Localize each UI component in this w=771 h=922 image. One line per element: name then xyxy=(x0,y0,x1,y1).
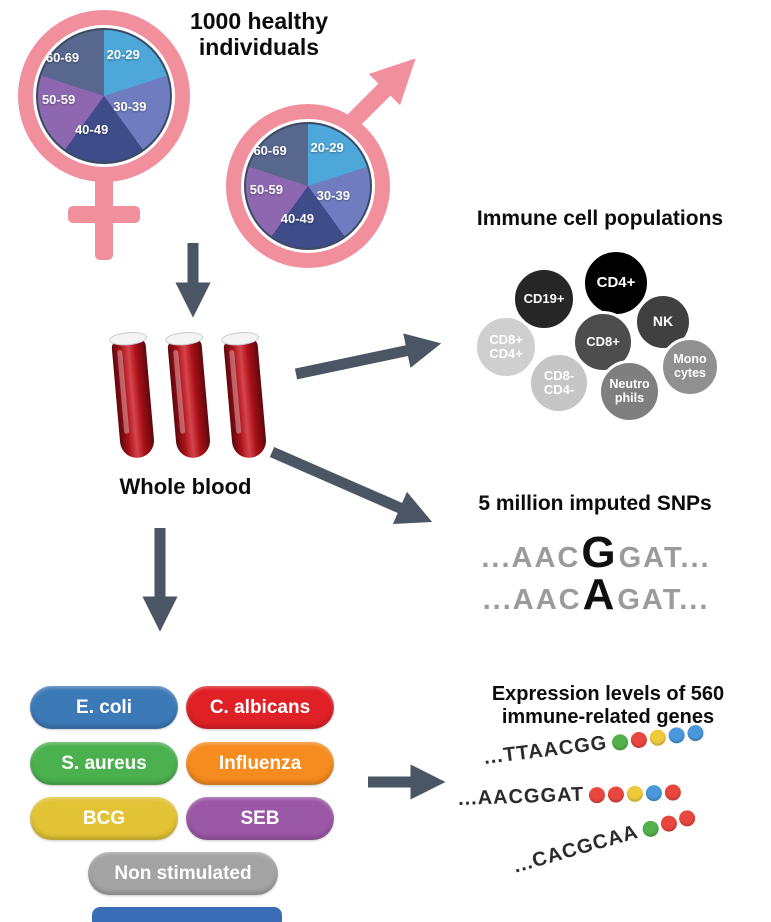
blood-tube-icon xyxy=(108,330,158,460)
female-symbol-icon: 20-29 30-39 40-49 50-59 60-69 xyxy=(16,8,216,263)
snp-prefix: ...AAC xyxy=(481,542,581,574)
condition-label: Non stimulated xyxy=(114,862,252,884)
blood-tube-icon xyxy=(164,330,214,460)
sequence-text: ...AACGGAT xyxy=(457,783,585,810)
tube-blood xyxy=(167,337,212,460)
blood-tube-icon xyxy=(220,330,270,460)
cell-label: CD4+ xyxy=(596,273,636,291)
snp-variant-letter: G xyxy=(581,528,618,577)
immune-populations-title: Immune cell populations xyxy=(476,207,724,230)
whole-blood-label: Whole blood xyxy=(119,474,252,499)
tube-blood xyxy=(223,337,268,460)
snp-sequence-2: ...AAC A GAT... xyxy=(440,570,752,620)
age-label-40-49: 40-49 xyxy=(280,210,314,226)
expression-dots xyxy=(588,783,682,803)
condition-label: S. aureus xyxy=(61,752,147,774)
page-title: 1000 healthy individuals xyxy=(189,8,329,61)
age-label-60-69: 60-69 xyxy=(45,49,80,65)
snp-prefix: ...AAC xyxy=(482,584,582,616)
cell-monocytes: Mono cytes xyxy=(660,337,720,397)
cropped-blue-bar xyxy=(92,907,282,922)
snp-suffix: GAT... xyxy=(618,542,711,574)
expression-title: Expression levels of 560 immune-related … xyxy=(491,683,725,728)
cell-label: CD19+ xyxy=(523,290,565,306)
male-age-pie: 20-29 30-39 40-49 50-59 60-69 xyxy=(244,122,372,250)
tube-blood xyxy=(111,337,156,460)
cell-cd8neg-cd4neg: CD8- CD4- xyxy=(528,352,590,414)
condition-label: Influenza xyxy=(218,752,302,774)
cell-label: CD8- CD4- xyxy=(543,367,575,397)
condition-label: BCG xyxy=(82,807,126,829)
age-label-60-69: 60-69 xyxy=(253,142,287,158)
condition-bcg: BCG xyxy=(30,797,178,840)
cell-label: NK xyxy=(652,313,674,330)
arrow-to-cells xyxy=(294,333,442,380)
age-label-20-29: 20-29 xyxy=(106,47,140,63)
female-age-pie: 20-29 30-39 40-49 50-59 60-69 xyxy=(36,28,172,164)
cell-label: CD8+ CD4+ xyxy=(489,331,523,361)
snps-title: 5 million imputed SNPs xyxy=(478,492,712,515)
condition-ecoli: E. coli xyxy=(30,686,178,729)
age-label-50-59: 50-59 xyxy=(41,92,76,108)
cell-label: Mono cytes xyxy=(673,352,707,380)
blood-tubes xyxy=(108,326,298,471)
condition-saureus: S. aureus xyxy=(30,742,178,785)
male-symbol-icon: 20-29 30-39 40-49 50-59 60-69 xyxy=(222,40,427,270)
cell-label: CD8+ xyxy=(586,333,620,349)
condition-calbicans: C. albicans xyxy=(186,686,334,729)
condition-label: SEB xyxy=(240,807,280,829)
age-label-20-29: 20-29 xyxy=(310,140,344,156)
cell-cd4: CD4+ xyxy=(582,249,650,317)
female-cross-horizontal xyxy=(68,206,140,223)
snp-sequence-1: ...AAC G GAT... xyxy=(440,528,752,578)
condition-seb: SEB xyxy=(186,797,334,840)
age-label-30-39: 30-39 xyxy=(113,98,147,114)
condition-label: C. albicans xyxy=(209,696,311,718)
snp-variant-letter: A xyxy=(582,570,617,619)
age-label-40-49: 40-49 xyxy=(74,122,109,138)
condition-label: E. coli xyxy=(76,696,132,718)
condition-influenza: Influenza xyxy=(186,742,334,785)
arrow-to-snps xyxy=(269,446,433,525)
age-label-30-39: 30-39 xyxy=(316,188,350,204)
cell-cd19: CD19+ xyxy=(512,267,576,331)
male-symbol-arrow xyxy=(347,58,416,127)
cell-neutrophils: Neutro phils xyxy=(598,360,661,423)
cell-label: Neutro phils xyxy=(609,376,650,405)
snp-suffix: GAT... xyxy=(617,584,710,616)
condition-nonstimulated: Non stimulated xyxy=(88,852,278,895)
age-label-50-59: 50-59 xyxy=(249,182,283,198)
